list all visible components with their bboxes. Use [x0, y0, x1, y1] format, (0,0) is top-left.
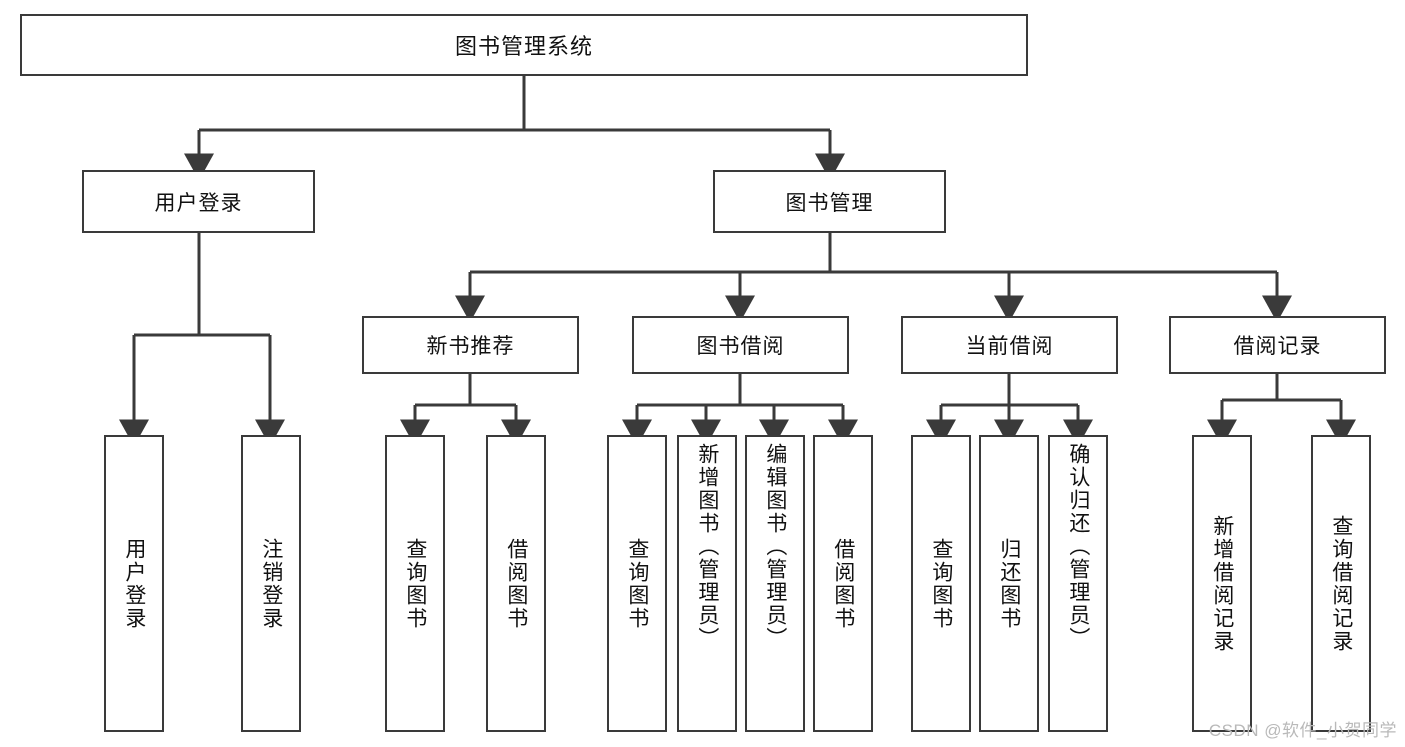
leaf-current-borrow-confirm-return[interactable]: 确认归还（管理员） — [1048, 435, 1108, 732]
node-label: 归还图书 — [997, 537, 1021, 630]
node-label: 用户登录 — [154, 191, 243, 215]
leaf-book-borrow-borrow[interactable]: 借阅图书 — [813, 435, 873, 732]
node-label: 用户登录 — [122, 537, 146, 630]
leaf-book-borrow-add[interactable]: 新增图书（管理员） — [677, 435, 737, 732]
node-label: 查询借阅记录 — [1329, 514, 1353, 653]
leaf-borrow-record-query[interactable]: 查询借阅记录 — [1311, 435, 1371, 732]
node-book-borrow[interactable]: 图书借阅 — [632, 316, 849, 374]
node-label: 图书管理 — [785, 191, 874, 215]
leaf-new-book-query[interactable]: 查询图书 — [385, 435, 445, 732]
node-borrow-record[interactable]: 借阅记录 — [1169, 316, 1386, 374]
node-user-login[interactable]: 用户登录 — [82, 170, 315, 233]
node-label: 查询图书 — [625, 537, 649, 630]
node-label: 确认归还（管理员） — [1066, 443, 1090, 650]
node-label: 注销登录 — [259, 537, 283, 630]
node-label: 查询图书 — [403, 537, 427, 630]
node-book-management[interactable]: 图书管理 — [713, 170, 946, 233]
node-label: 新增图书（管理员） — [695, 443, 719, 650]
node-label: 图书借阅 — [696, 335, 785, 358]
leaf-book-borrow-query[interactable]: 查询图书 — [607, 435, 667, 732]
node-root-system[interactable]: 图书管理系统 — [20, 14, 1028, 76]
node-new-book-recommend[interactable]: 新书推荐 — [362, 316, 579, 374]
leaf-current-borrow-query[interactable]: 查询图书 — [911, 435, 971, 732]
node-label: 图书管理系统 — [454, 34, 593, 59]
node-label: 借阅图书 — [831, 537, 855, 630]
node-label: 编辑图书（管理员） — [763, 443, 787, 650]
node-label: 借阅图书 — [504, 537, 528, 630]
leaf-new-book-borrow[interactable]: 借阅图书 — [486, 435, 546, 732]
node-label: 查询图书 — [929, 537, 953, 630]
csdn-watermark: CSDN @软件_小贺同学 — [1208, 721, 1397, 740]
leaf-current-borrow-return[interactable]: 归还图书 — [979, 435, 1039, 732]
leaf-borrow-record-add[interactable]: 新增借阅记录 — [1192, 435, 1252, 732]
node-label: 当前借阅 — [965, 335, 1054, 358]
leaf-user-login-logout[interactable]: 注销登录 — [241, 435, 301, 732]
leaf-book-borrow-edit[interactable]: 编辑图书（管理员） — [745, 435, 805, 732]
leaf-user-login-login[interactable]: 用户登录 — [104, 435, 164, 732]
node-label: 新书推荐 — [426, 335, 515, 358]
node-label: 借阅记录 — [1233, 335, 1322, 358]
node-label: 新增借阅记录 — [1210, 514, 1234, 653]
node-current-borrow[interactable]: 当前借阅 — [901, 316, 1118, 374]
